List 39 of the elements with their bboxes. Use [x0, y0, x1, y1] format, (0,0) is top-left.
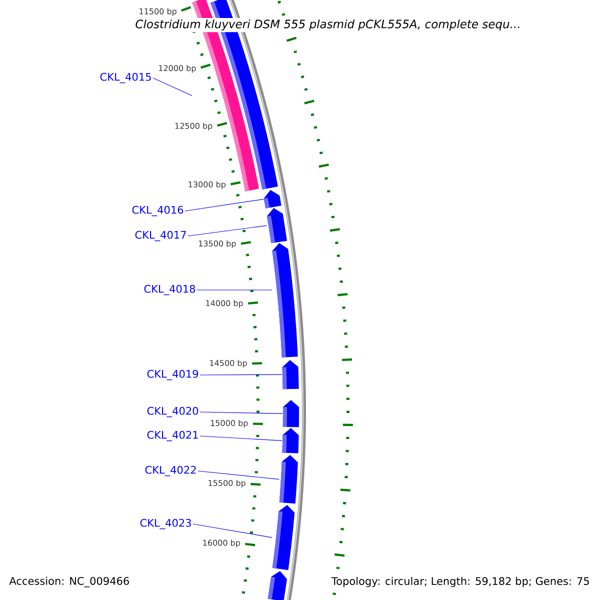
title: Clostridium kluyveri DSM 555 plasmid pCKL555A, complete sequ... — [134, 18, 522, 32]
scale-label: 12000 bp — [159, 64, 196, 73]
scale-label: 13500 bp — [198, 240, 236, 248]
leader-line — [200, 412, 283, 414]
gene-label: CKL_4019 — [147, 370, 198, 380]
leader-line — [188, 225, 268, 236]
gene-label: CKL_4022 — [145, 466, 196, 476]
scale-label: 12500 bp — [175, 122, 212, 130]
leader-line — [200, 436, 282, 441]
scale-label: 14500 bp — [210, 360, 247, 368]
leader-line — [152, 78, 192, 96]
leader-line — [184, 198, 264, 212]
summary-text: Topology: circular; Length: 59,182 bp; Genes: 75 — [330, 576, 591, 588]
gene-feature — [279, 455, 298, 504]
scale-label: 11500 bp — [140, 8, 176, 16]
gene-label: CKL_4023 — [140, 518, 191, 530]
gene-feature — [266, 208, 287, 244]
scale-label: 15000 bp — [210, 420, 248, 428]
gene-feature — [268, 571, 287, 600]
gene-label: CKL_4021 — [147, 430, 198, 442]
gene-feature — [272, 243, 298, 358]
scale-label: 15500 bp — [208, 480, 246, 488]
gene-label: CKL_4018 — [144, 284, 196, 296]
scale-label: 16000 bp — [203, 540, 240, 548]
gene-feature — [282, 360, 299, 390]
leader-line — [192, 524, 272, 538]
leader-line — [200, 374, 282, 376]
gene-feature — [264, 190, 282, 208]
leader-line — [198, 470, 280, 480]
gene-feature — [272, 505, 295, 570]
gene-label: CKL_4015 — [100, 72, 151, 84]
gene-feature — [282, 428, 299, 454]
gene-label: CKL_4020 — [147, 406, 198, 418]
gene-label: CKL_4017 — [135, 230, 186, 242]
scale-label: 14000 bp — [206, 300, 243, 308]
gene-label: CKL_4016 — [132, 206, 184, 216]
gene-feature — [282, 400, 299, 428]
accession-text: Accession: NC_009466 — [8, 576, 131, 588]
scale-label: 13000 bp — [188, 181, 226, 189]
